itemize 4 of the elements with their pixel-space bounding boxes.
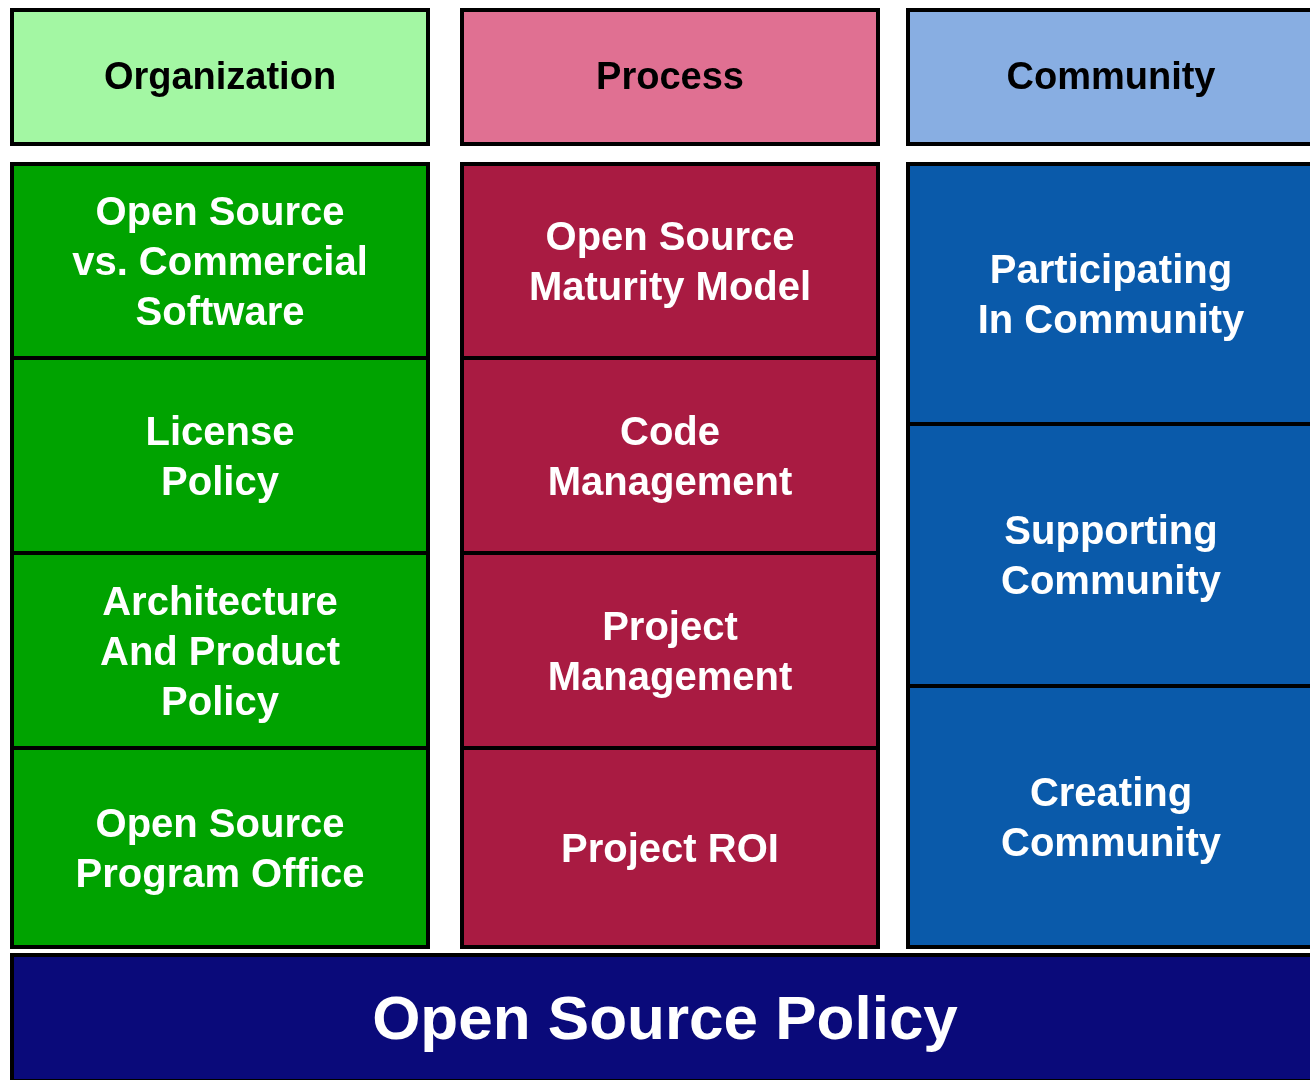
column-header: Organization <box>10 8 430 146</box>
column-header: Process <box>460 8 880 146</box>
column-header: Community <box>906 8 1310 146</box>
policy-banner: Open Source Policy <box>10 953 1310 1080</box>
